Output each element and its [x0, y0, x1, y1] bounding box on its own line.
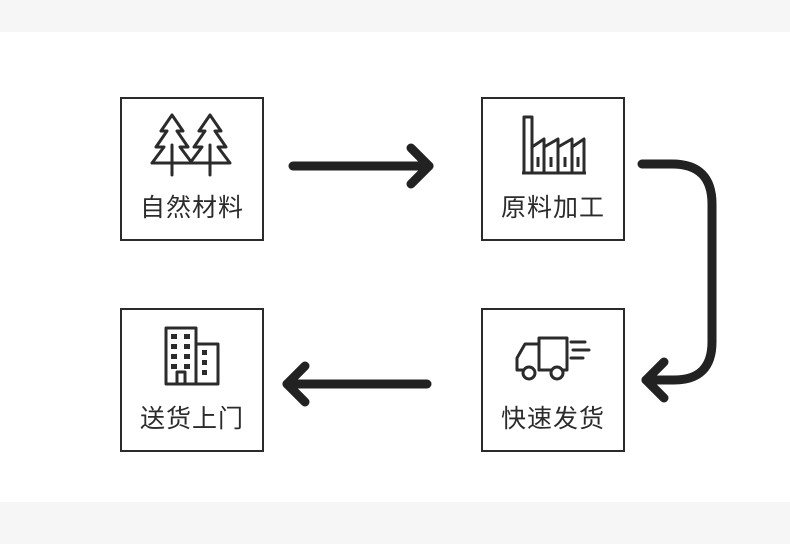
step-material-processing: 原料加工	[481, 97, 625, 241]
factory-icon	[483, 111, 623, 177]
diagram-background	[0, 32, 790, 502]
step-label: 自然材料	[139, 193, 244, 222]
truck-icon	[483, 322, 623, 388]
step-label: 送货上门	[139, 404, 244, 433]
step-door-delivery: 送货上门	[120, 308, 264, 452]
step-label: 快速发货	[500, 404, 605, 433]
building-icon	[122, 322, 262, 388]
step-natural-materials: 自然材料	[120, 97, 264, 241]
step-label: 原料加工	[500, 193, 605, 222]
step-fast-shipping: 快速发货	[481, 308, 625, 452]
tree-icon	[122, 111, 262, 177]
